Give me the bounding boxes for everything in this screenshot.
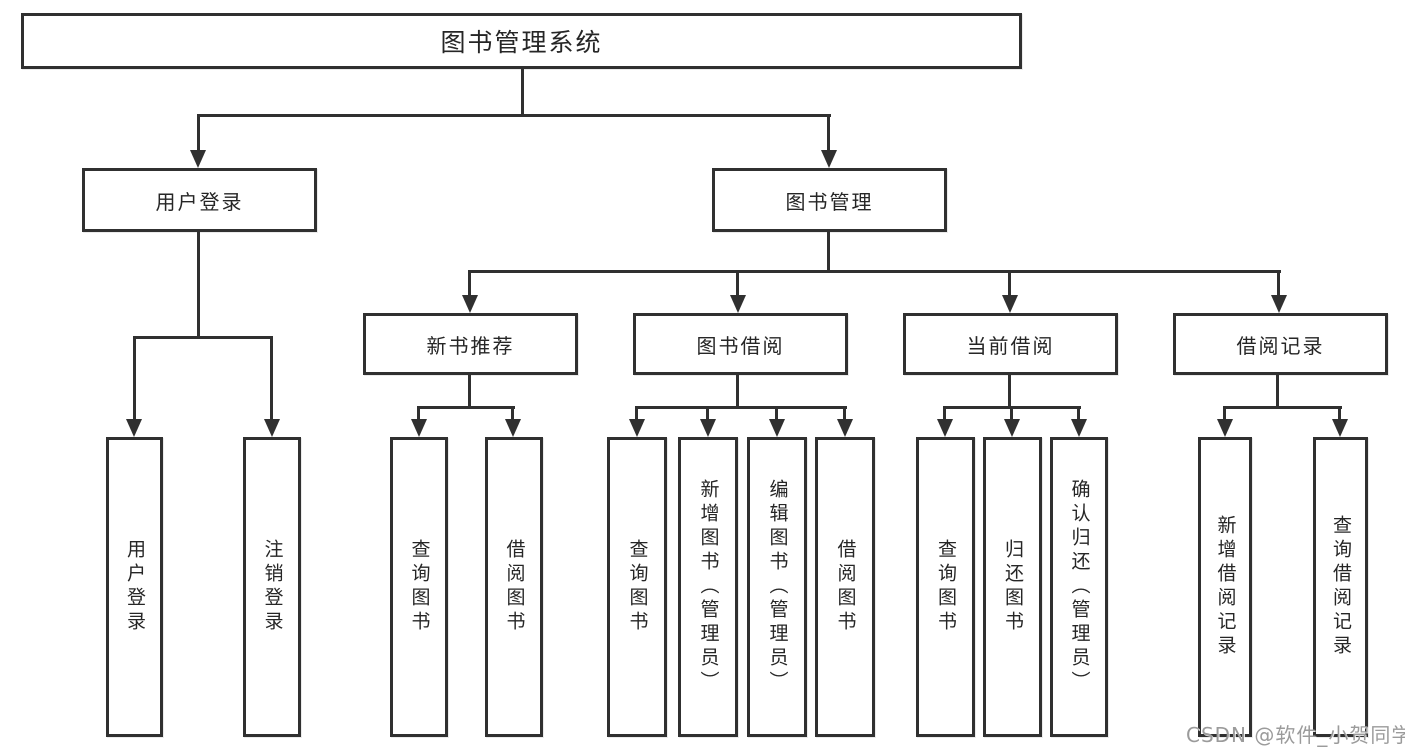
connector-borrow-record-rail (1223, 406, 1342, 409)
node-book-management: 图书管理 (712, 168, 947, 232)
leaf-label: 查询图书 (935, 539, 957, 635)
node-library-management-system: 图书管理系统 (21, 13, 1022, 69)
connector-stem (775, 406, 778, 419)
connector-book-borrow-rail (635, 406, 847, 409)
leaf-label: 用户登录 (124, 539, 146, 635)
arrow-down-icon (190, 150, 206, 168)
node-label: 图书管理系统 (440, 28, 603, 57)
connector-stem-user-login (197, 114, 200, 150)
leaf-label: 新增图书（管理员） (697, 479, 720, 695)
leaf-edit-books-admin: 编辑图书（管理员） (747, 437, 807, 737)
arrow-down-icon (730, 295, 746, 313)
node-current-borrowing: 当前借阅 (903, 313, 1118, 375)
node-borrowing-records: 借阅记录 (1173, 313, 1388, 375)
node-label: 新书推荐 (426, 333, 515, 358)
leaf-label: 借阅图书 (834, 539, 857, 635)
node-label: 图书借阅 (696, 333, 785, 358)
node-book-borrowing: 图书借阅 (633, 313, 848, 375)
leaf-borrow-books: 借阅图书 (815, 437, 875, 737)
arrow-down-icon (264, 419, 280, 437)
node-label: 图书管理 (785, 189, 874, 214)
leaf-add-borrow-record: 新增借阅记录 (1198, 437, 1252, 737)
connector-new-book-rail (417, 406, 515, 409)
leaf-logout: 注销登录 (243, 437, 301, 737)
leaf-return-books: 归还图书 (983, 437, 1042, 737)
arrow-down-icon (1071, 419, 1087, 437)
leaf-label: 查询图书 (408, 539, 431, 635)
leaf-query-books-borrow: 查询图书 (607, 437, 667, 737)
node-label: 用户登录 (155, 189, 244, 214)
leaf-user-login: 用户登录 (106, 437, 163, 737)
csdn-watermark: CSDN @软件_小贺同学 (1186, 723, 1405, 747)
leaf-query-books-recommend: 查询图书 (390, 437, 448, 737)
connector-stem (417, 406, 420, 419)
leaf-label: 归还图书 (1002, 539, 1024, 635)
connector-stem (635, 406, 638, 419)
connector-root-rail (197, 114, 831, 117)
node-label: 当前借阅 (966, 333, 1055, 358)
node-new-book-recommendation: 新书推荐 (363, 313, 578, 375)
leaf-label: 新增借阅记录 (1214, 515, 1237, 659)
arrow-down-icon (769, 419, 785, 437)
connector-stem-leaf-logout (270, 336, 273, 419)
connector-book-management-rail (468, 270, 1281, 273)
leaf-label: 编辑图书（管理员） (766, 479, 789, 695)
arrow-down-icon (837, 419, 853, 437)
connector-current-borrow-drop (1008, 375, 1011, 409)
arrow-down-icon (821, 150, 837, 168)
leaf-query-books-current: 查询图书 (916, 437, 975, 737)
arrow-down-icon (1004, 419, 1020, 437)
connector-new-book-drop (468, 375, 471, 409)
arrow-down-icon (937, 419, 953, 437)
leaf-label: 注销登录 (261, 539, 284, 635)
arrow-down-icon (1002, 295, 1018, 313)
arrow-down-icon (700, 419, 716, 437)
connector-user-login-rail (133, 336, 273, 339)
connector-stem (706, 406, 709, 419)
node-label: 借阅记录 (1236, 333, 1325, 358)
connector-stem-leaf-user-login (133, 336, 136, 419)
arrow-down-icon (629, 419, 645, 437)
connector-stem-borrow-record (1277, 270, 1280, 295)
connector-stem (843, 406, 846, 419)
leaf-label: 确认归还（管理员） (1068, 479, 1091, 695)
connector-stem-new-book (468, 270, 471, 295)
arrow-down-icon (411, 419, 427, 437)
leaf-label: 借阅图书 (503, 539, 526, 635)
connector-stem (511, 406, 514, 419)
connector-book-borrow-drop (736, 375, 739, 409)
leaf-add-books-admin: 新增图书（管理员） (678, 437, 738, 737)
arrow-down-icon (505, 419, 521, 437)
connector-stem (1338, 406, 1341, 419)
arrow-down-icon (1332, 419, 1348, 437)
arrow-down-icon (1271, 295, 1287, 313)
connector-stem-book-borrow (736, 270, 739, 295)
leaf-borrow-books-recommend: 借阅图书 (485, 437, 543, 737)
connector-stem-current-borrow (1008, 270, 1011, 295)
connector-stem (1077, 406, 1080, 419)
connector-root-drop (521, 69, 524, 117)
arrow-down-icon (126, 419, 142, 437)
node-user-login: 用户登录 (82, 168, 317, 232)
leaf-confirm-return-admin: 确认归还（管理员） (1050, 437, 1108, 737)
connector-stem (943, 406, 946, 419)
connector-stem (1010, 406, 1013, 419)
arrow-down-icon (1217, 419, 1233, 437)
connector-borrow-record-drop (1276, 375, 1279, 409)
leaf-label: 查询借阅记录 (1330, 515, 1352, 659)
leaf-query-borrow-record: 查询借阅记录 (1313, 437, 1368, 737)
connector-stem-book-management (827, 114, 830, 150)
connector-user-login-drop (197, 232, 200, 339)
arrow-down-icon (462, 295, 478, 313)
leaf-label: 查询图书 (626, 539, 649, 635)
connector-book-management-drop (827, 232, 830, 273)
connector-stem (1223, 406, 1226, 419)
